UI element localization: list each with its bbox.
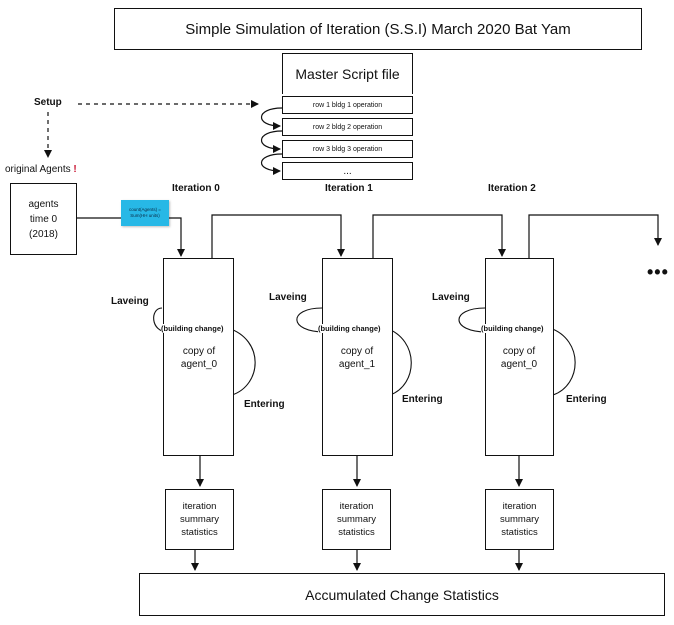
original-agents-text: original Agents: [5, 164, 71, 175]
stats-line: statistics: [338, 527, 375, 538]
stats-line: statistics: [501, 527, 538, 538]
stats-line: summary: [499, 514, 540, 525]
sticky-note: count(Agents) = Sum(HH units): [121, 200, 169, 226]
leaving-label: Laveing: [269, 292, 307, 303]
alert-icon: !: [73, 164, 77, 175]
stats-line: iteration: [339, 501, 374, 512]
row-loop-arc: [261, 153, 283, 175]
agents-time0-box: agents time 0 (2018): [10, 183, 77, 255]
building-change-label: (building change): [481, 324, 544, 333]
row-loop-arc: [261, 130, 283, 153]
copy-label: copy of agent_0: [484, 345, 554, 371]
iteration-label: Iteration 2: [488, 183, 536, 194]
building-change-label: (building change): [161, 324, 224, 333]
iteration2-to-next-arrow: [528, 214, 662, 258]
building-change-label: (building change): [318, 324, 381, 333]
copy-line: copy of: [502, 346, 536, 357]
accumulated-stats-box: Accumulated Change Statistics: [139, 573, 665, 616]
original-agents-label: original Agents !: [5, 164, 77, 175]
iteration-column: [485, 258, 554, 456]
iteration-label: Iteration 0: [172, 183, 220, 194]
stats-line: summary: [179, 514, 220, 525]
entering-label: Entering: [402, 394, 443, 405]
iteration-stats-box: iteration summary statistics: [485, 489, 554, 550]
agents-to-iteration0-arrow: [77, 217, 185, 257]
iteration0-to-iteration1-arrow: [211, 214, 345, 258]
master-script-title: Master Script file: [282, 53, 413, 94]
entering-label: Entering: [244, 399, 285, 410]
agents-line: agents: [28, 198, 59, 210]
iteration-column: [322, 258, 393, 456]
script-row: ...: [282, 162, 413, 180]
diagram-title: Simple Simulation of Iteration (S.S.I) M…: [114, 8, 642, 50]
script-row: row 2 bldg 2 operation: [282, 118, 413, 136]
entering-label: Entering: [566, 394, 607, 405]
script-row: row 3 bldg 3 operation: [282, 140, 413, 158]
setup-label: Setup: [34, 97, 62, 108]
agents-line: (2018): [29, 228, 58, 240]
stats-line: iteration: [182, 501, 217, 512]
copy-line: agent_1: [338, 359, 376, 370]
sticky-line: count(Agents) =: [129, 207, 161, 212]
iteration-stats-box: iteration summary statistics: [165, 489, 234, 550]
leaving-label: Laveing: [111, 296, 149, 307]
iteration1-to-iteration2-arrow: [372, 214, 506, 258]
row-loop-arc: [261, 107, 283, 130]
iteration-stats-box: iteration summary statistics: [322, 489, 391, 550]
copy-line: agent_0: [180, 359, 218, 370]
sticky-line: Sum(HH units): [130, 213, 160, 218]
stats-line: iteration: [502, 501, 537, 512]
script-row: row 1 bldg 1 operation: [282, 96, 413, 114]
stats-line: statistics: [181, 527, 218, 538]
continuation-dots: •••: [647, 262, 669, 282]
agents-line: time 0: [29, 213, 58, 225]
stats-line: summary: [336, 514, 377, 525]
copy-label: copy of agent_1: [322, 345, 392, 371]
iteration-column: [163, 258, 234, 456]
copy-line: copy of: [182, 346, 216, 357]
iteration-label: Iteration 1: [325, 183, 373, 194]
copy-label: copy of agent_0: [164, 345, 234, 371]
leaving-label: Laveing: [432, 292, 470, 303]
copy-line: copy of: [340, 346, 374, 357]
copy-line: agent_0: [500, 359, 538, 370]
